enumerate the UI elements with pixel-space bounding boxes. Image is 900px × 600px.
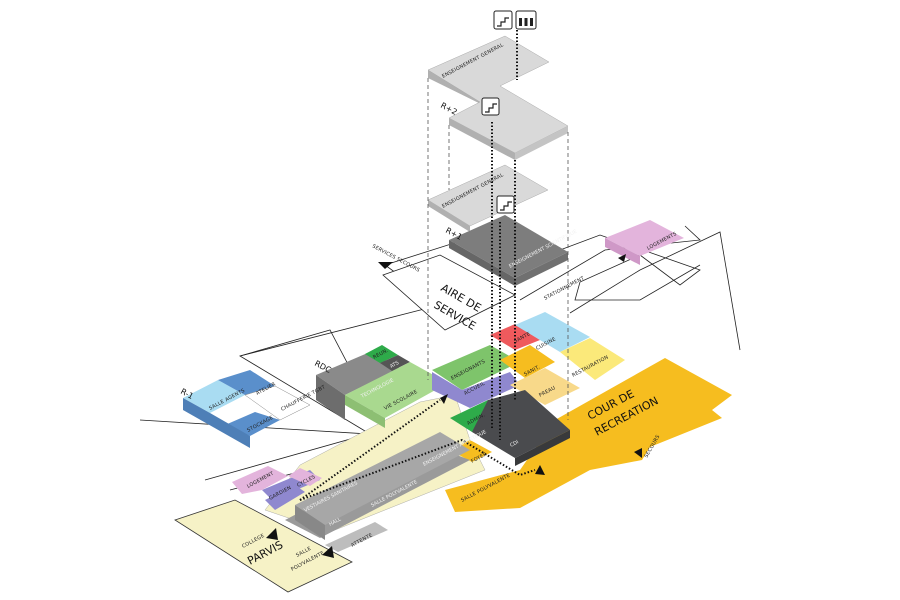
arrow-icon — [322, 546, 334, 558]
block-sante — [490, 324, 540, 350]
stairs-icon[interactable] — [493, 10, 513, 30]
block-vie-scolaire — [345, 362, 448, 418]
block-restauration — [560, 338, 625, 380]
rm1-atelier — [218, 370, 275, 395]
block-technologie-side — [316, 375, 345, 420]
stairs-icon[interactable] — [481, 97, 500, 116]
block-cycles — [288, 468, 322, 486]
block-hall-side — [295, 505, 325, 540]
rm1-chaufferie — [244, 385, 311, 421]
r2-slab-side-3 — [515, 126, 568, 160]
r2-slab-side-2 — [449, 118, 515, 160]
block-attente — [325, 522, 388, 552]
label-cdi: CDI — [509, 439, 520, 448]
block-vie-scolaire-side — [345, 395, 385, 428]
arrow-icon — [634, 448, 642, 458]
aire-de-service — [382, 254, 516, 331]
cour-de-recreation — [445, 358, 732, 512]
block-cdi — [472, 390, 570, 458]
r1-slab-general-side — [428, 200, 470, 232]
arrow-icon — [618, 254, 626, 262]
block-sanit — [500, 345, 555, 378]
block-cdi-side — [515, 430, 570, 466]
block-preau — [510, 368, 580, 405]
site-outline-west — [139, 329, 386, 441]
arrow-icon — [440, 394, 448, 404]
arrow-icon — [266, 528, 278, 540]
stairs-icon[interactable] — [496, 195, 515, 214]
label-services-secours: SERVICES SECOURS — [371, 243, 421, 273]
label-hall: HALL — [328, 516, 342, 527]
r1-slab-scientifique-side-2 — [515, 252, 568, 286]
label-stationnement: STATIONNEMENT — [543, 275, 586, 302]
arrow-icon — [378, 262, 393, 269]
circulation-path — [299, 399, 441, 501]
label-ats: ATS — [389, 360, 400, 370]
arrow-icon — [535, 465, 545, 475]
block-enseignants — [432, 345, 520, 390]
rm1-salle-agents — [183, 380, 245, 413]
block-logement — [232, 466, 288, 494]
r1-slab-scientifique — [449, 215, 568, 278]
block-purple-access — [265, 485, 305, 510]
block-accueil — [432, 372, 520, 408]
block-technologie — [316, 352, 400, 395]
logements-block — [605, 220, 684, 256]
elevator-icon[interactable] — [515, 10, 537, 30]
r1-slab-scientifique-side — [449, 240, 515, 286]
rm1-side — [183, 398, 250, 448]
circulation-path — [299, 438, 536, 501]
r1-slab-general — [427, 164, 549, 227]
block-hall-top — [295, 432, 470, 525]
parvis — [174, 499, 353, 593]
logements-block-side — [605, 238, 640, 265]
block-ats — [380, 355, 410, 371]
block-cuisine — [515, 312, 590, 352]
stationnement-road-2 — [569, 231, 741, 351]
block-reun — [365, 345, 398, 363]
